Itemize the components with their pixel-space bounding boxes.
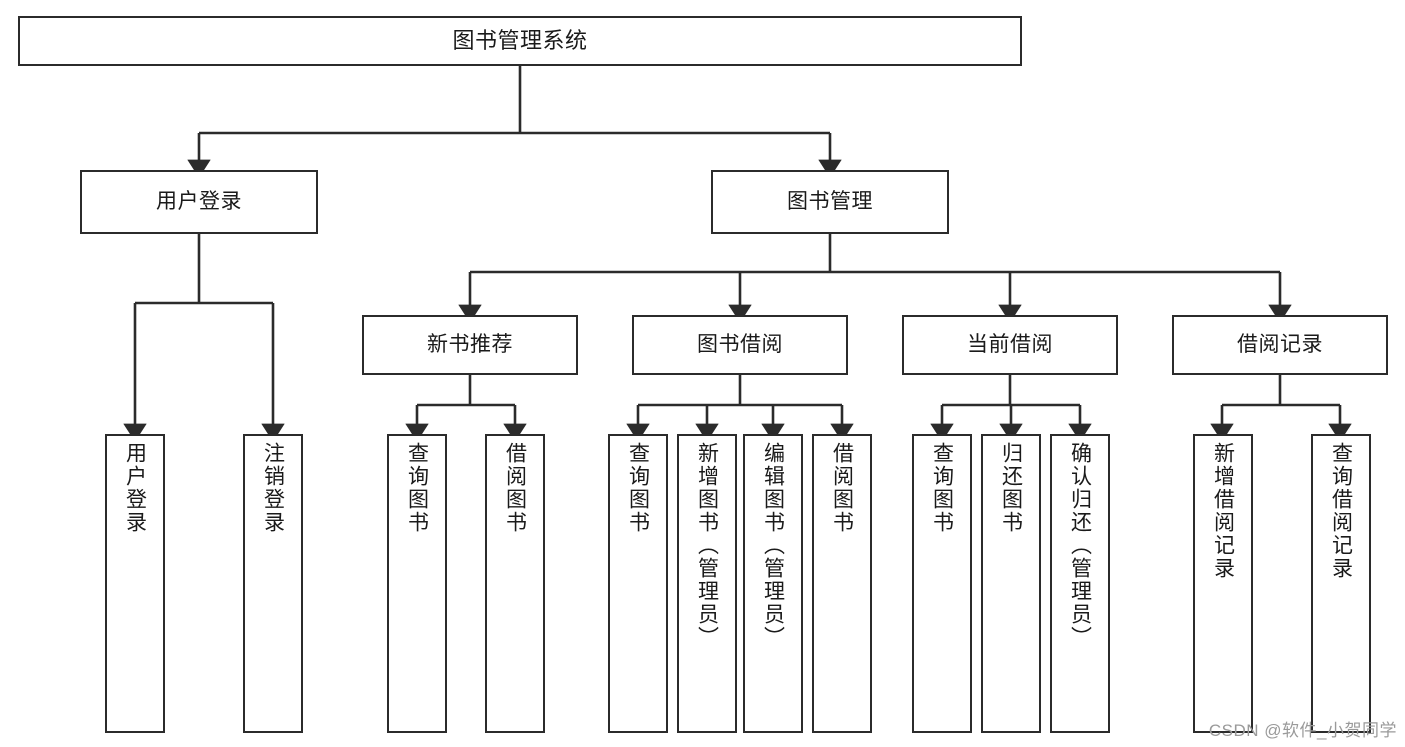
node-book-borrow-label: 图书借阅 — [697, 332, 783, 356]
node-borrow-record[interactable]: 借阅记录 — [1172, 315, 1388, 375]
node-leaf-label: 注销登录 — [261, 442, 285, 534]
node-root-label: 图书管理系统 — [452, 28, 588, 54]
node-root-book-management-system[interactable]: 图书管理系统 — [18, 16, 1022, 66]
node-borrow-record-label: 借阅记录 — [1237, 332, 1323, 356]
node-leaf-new-book-borrow[interactable]: 借阅图书 — [485, 434, 545, 733]
node-leaf-borrow-record-query[interactable]: 查询借阅记录 — [1311, 434, 1371, 733]
node-leaf-book-borrow-add[interactable]: 新增图书（管理员） — [677, 434, 737, 733]
node-leaf-current-borrow-confirm[interactable]: 确认归还（管理员） — [1050, 434, 1110, 733]
node-leaf-label: 借阅图书 — [503, 442, 527, 534]
node-leaf-label: 新增借阅记录 — [1211, 442, 1235, 580]
node-leaf-book-borrow-edit[interactable]: 编辑图书（管理员） — [743, 434, 803, 733]
node-leaf-label: 归还图书 — [999, 442, 1023, 534]
node-leaf-book-borrow-query[interactable]: 查询图书 — [608, 434, 668, 733]
node-book-management[interactable]: 图书管理 — [711, 170, 949, 234]
node-user-login-label: 用户登录 — [156, 189, 242, 213]
node-leaf-label: 查询图书 — [930, 442, 954, 534]
node-leaf-book-borrow-borrow[interactable]: 借阅图书 — [812, 434, 872, 733]
node-user-login[interactable]: 用户登录 — [80, 170, 318, 234]
node-new-book-recommend-label: 新书推荐 — [427, 332, 513, 356]
watermark: CSDN @软件_小贺同学 — [1208, 721, 1397, 740]
node-leaf-label: 查询图书 — [626, 442, 650, 534]
node-leaf-label: 查询图书 — [405, 442, 429, 534]
node-leaf-user-login-login[interactable]: 用户登录 — [105, 434, 165, 733]
node-leaf-label: 新增图书（管理员） — [695, 442, 719, 649]
node-leaf-new-book-query[interactable]: 查询图书 — [387, 434, 447, 733]
node-leaf-label: 编辑图书（管理员） — [761, 442, 785, 649]
node-new-book-recommend[interactable]: 新书推荐 — [362, 315, 578, 375]
node-leaf-label: 用户登录 — [123, 442, 147, 534]
node-leaf-label: 确认归还（管理员） — [1068, 442, 1092, 649]
node-leaf-current-borrow-return[interactable]: 归还图书 — [981, 434, 1041, 733]
node-current-borrow-label: 当前借阅 — [967, 332, 1053, 356]
node-book-management-label: 图书管理 — [787, 189, 873, 213]
node-leaf-current-borrow-query[interactable]: 查询图书 — [912, 434, 972, 733]
node-leaf-user-login-logout[interactable]: 注销登录 — [243, 434, 303, 733]
node-leaf-borrow-record-add[interactable]: 新增借阅记录 — [1193, 434, 1253, 733]
node-current-borrow[interactable]: 当前借阅 — [902, 315, 1118, 375]
node-book-borrow[interactable]: 图书借阅 — [632, 315, 848, 375]
node-leaf-label: 借阅图书 — [830, 442, 854, 534]
node-leaf-label: 查询借阅记录 — [1329, 442, 1353, 580]
